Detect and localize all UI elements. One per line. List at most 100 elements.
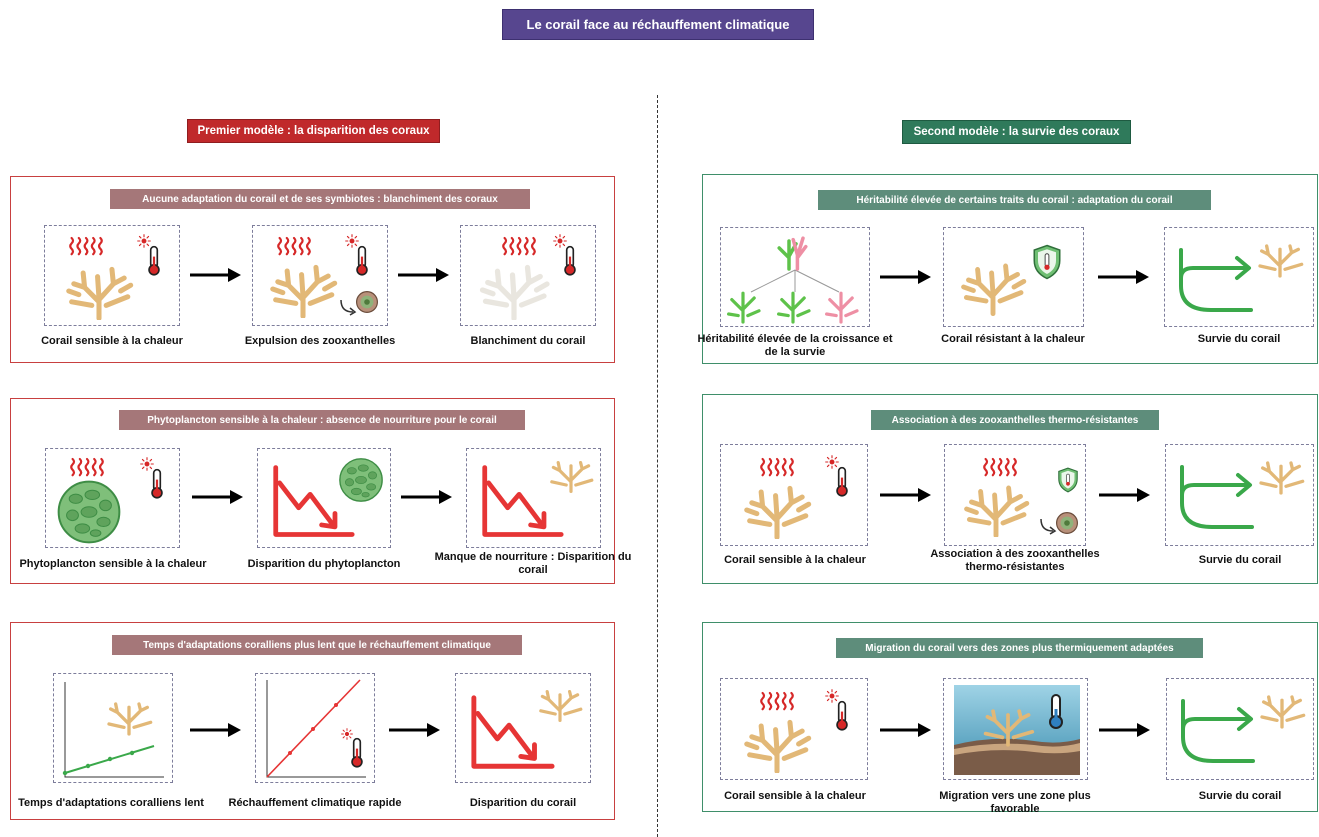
step-caption: Blanchiment du corail [470, 335, 586, 347]
step-caption: Migration vers une zone plus favorable [939, 790, 1091, 815]
main-title: Le corail face au réchauffement climatiq… [502, 9, 814, 40]
coral-icon [741, 481, 813, 539]
shield-icon [1057, 467, 1079, 493]
panel-title: Temps d'adaptations coralliens plus lent… [112, 635, 522, 655]
step-box-sensitive-phyto [45, 448, 180, 548]
coral-icon [961, 481, 1031, 537]
step-caption: Phytoplancton sensible à la chaleur [19, 558, 207, 570]
thermometer-icon [346, 736, 368, 770]
arrow-icon [190, 268, 241, 282]
model-title-second: Second modèle : la survie des coraux [902, 120, 1131, 144]
thermometer-icon [1049, 694, 1063, 729]
model-title-first: Premier modèle : la disparition des cora… [187, 119, 440, 143]
heat-waves-icon [68, 236, 104, 258]
step-box-expulsion [252, 225, 388, 326]
step-caption: Corail sensible à la chaleur [41, 335, 183, 347]
heat-waves-icon [276, 236, 312, 258]
panel-title: Association à des zooxanthelles thermo-r… [871, 410, 1159, 430]
step-box-thermo-association [944, 444, 1086, 546]
step-caption: Corail résistant à la chaleur [941, 333, 1085, 345]
panel-title: Phytoplancton sensible à la chaleur : ab… [119, 410, 525, 430]
panel-heritability: Héritabilité élevée de certains traits d… [697, 174, 1318, 364]
panel-title: Migration du corail vers des zones plus … [836, 638, 1203, 658]
step-box-survival-3 [1166, 678, 1314, 780]
step-box-resistant-coral [943, 227, 1084, 327]
step-box-sensitive-coral [44, 225, 180, 326]
step-caption: Association à des zooxanthelles thermo-r… [930, 548, 1100, 573]
step-caption: Disparition du phytoplancton [247, 558, 401, 570]
step-caption: Temps d'adaptations coralliens lent [18, 797, 204, 809]
step-box-no-food [466, 448, 601, 548]
panel-phytoplankton: Phytoplancton sensible à la chaleur : ab… [10, 398, 631, 584]
coral-icon [536, 688, 584, 724]
panel-adaptation-time: Temps d'adaptations coralliens plus lent… [10, 622, 615, 820]
survival-arrow-icon [1172, 463, 1262, 533]
arrow-icon [401, 490, 452, 504]
thermometer-icon [831, 465, 853, 499]
panel-title: Héritabilité élevée de certains traits d… [818, 190, 1211, 210]
fast-graph-icon [266, 679, 366, 778]
coral-icon [980, 707, 1036, 749]
coral-icon [63, 262, 135, 320]
step-caption: Expulsion des zooxanthelles [244, 335, 396, 347]
arrow-icon [398, 268, 449, 282]
step-caption: Survie du corail [1198, 554, 1282, 566]
thermometer-icon [831, 699, 853, 733]
survival-arrow-icon [1173, 697, 1263, 767]
coral-icon [741, 715, 813, 773]
heat-waves-icon [982, 457, 1018, 479]
heat-waves-icon [759, 457, 795, 479]
shield-icon [1032, 244, 1062, 280]
panel-migration: Migration du corail vers des zones plus … [702, 622, 1318, 815]
step-box-sensitive-coral-2 [720, 444, 868, 546]
step-caption: Héritabilité élevée de la croissance et … [697, 333, 893, 358]
arrow-icon [190, 723, 241, 737]
thermometer-icon [351, 244, 373, 278]
step-box-survival [1164, 227, 1314, 327]
step-caption: Corail sensible à la chaleur [724, 554, 866, 566]
arrow-icon [1098, 270, 1149, 284]
step-box-survival-2 [1165, 444, 1314, 546]
curved-arrow-icon [1040, 518, 1057, 535]
heritability-tree-icon [727, 236, 859, 324]
survival-arrow-icon [1171, 246, 1261, 316]
step-caption: Réchauffement climatique rapide [228, 797, 402, 809]
panel-no-adaptation: Aucune adaptation du corail et de ses sy… [10, 176, 615, 363]
coral-icon [267, 260, 339, 318]
arrow-icon [389, 723, 440, 737]
model-divider [657, 95, 658, 837]
phytoplankton-icon [56, 479, 122, 545]
coral-icon [958, 258, 1028, 316]
panel-title: Aucune adaptation du corail et de ses sy… [110, 189, 530, 209]
coral-icon [1255, 242, 1305, 280]
step-caption: Manque de nourriture : Disparition du co… [434, 551, 632, 576]
panel-thermo-zooxanthellae: Association à des zooxanthelles thermo-r… [702, 394, 1318, 584]
heat-waves-icon [501, 236, 537, 258]
thermometer-icon [143, 244, 165, 278]
heat-waves-icon [759, 691, 795, 713]
step-box-sensitive-coral-3 [720, 678, 868, 780]
step-box-slow-adaptation [53, 673, 173, 783]
arrow-icon [880, 723, 931, 737]
step-box-coral-loss [455, 673, 591, 783]
heat-waves-icon [69, 457, 105, 479]
step-caption: Survie du corail [1198, 790, 1282, 802]
slow-graph-icon [62, 682, 164, 778]
step-caption: Disparition du corail [469, 797, 577, 809]
arrow-icon [1099, 723, 1150, 737]
step-box-phyto-decline [257, 448, 391, 548]
arrow-icon [880, 270, 931, 284]
thermometer-icon [559, 244, 581, 278]
step-box-migration [943, 678, 1088, 780]
phytoplankton-icon [338, 457, 384, 503]
arrow-icon [1099, 488, 1150, 502]
arrow-icon [192, 490, 243, 504]
thermometer-icon [146, 467, 168, 501]
step-box-heritability [720, 227, 870, 327]
bleached-coral-icon [475, 260, 553, 320]
curved-arrow-icon [340, 299, 357, 316]
step-box-bleaching [460, 225, 596, 326]
coral-icon [1256, 459, 1306, 497]
coral-icon [104, 700, 154, 738]
step-caption: Corail sensible à la chaleur [724, 790, 866, 802]
